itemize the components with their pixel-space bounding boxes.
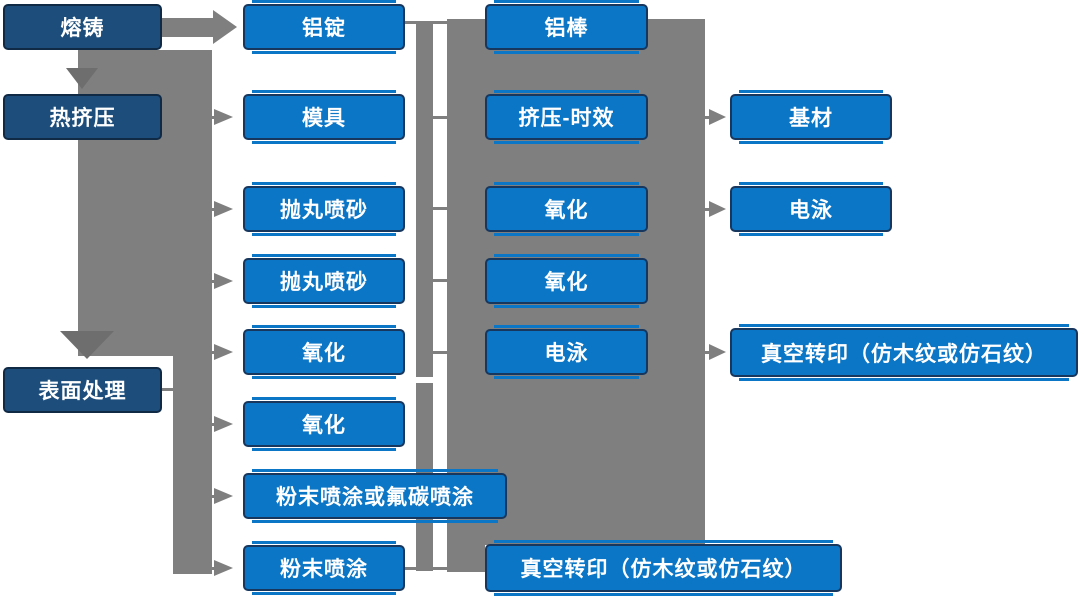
node-melt-casting-label: 熔铸 bbox=[60, 17, 105, 40]
node-mold: 模具 bbox=[243, 90, 405, 144]
node-vacuum-transfer-right-label: 真空转印（仿木纹或仿石纹） bbox=[761, 342, 1047, 366]
node-hot-extrusion-label: 热挤压 bbox=[49, 107, 116, 130]
node-vacuum-transfer-bottom-label: 真空转印（仿木纹或仿石纹） bbox=[520, 558, 807, 581]
arrow-to-base-material-icon bbox=[709, 108, 726, 125]
node-aluminum-ingot-label: 铝锭 bbox=[302, 17, 346, 40]
arrow-melt-to-ingot-icon bbox=[213, 10, 237, 44]
node-shot-blasting-1-label: 抛丸喷砂 bbox=[280, 199, 368, 222]
node-extrusion-aging-label: 挤压-时效 bbox=[518, 107, 615, 130]
node-shot-blasting-2: 抛丸喷砂 bbox=[243, 254, 405, 308]
node-electrophoresis-2-label: 电泳 bbox=[789, 199, 833, 222]
node-oxidation-3: 氧化 bbox=[485, 182, 648, 236]
node-base-material: 基材 bbox=[730, 90, 892, 144]
arrow-to-electrophoresis-2-icon bbox=[709, 200, 726, 217]
node-hot-extrusion: 热挤压 bbox=[3, 94, 162, 140]
arrow-melt-to-hot-extrusion-icon bbox=[66, 68, 98, 89]
arrow-to-oxidation-1-icon bbox=[214, 343, 233, 360]
node-extrusion-aging: 挤压-时效 bbox=[485, 90, 648, 144]
arrow-to-shot-blasting-2-icon bbox=[214, 272, 233, 289]
node-surface-treatment: 表面处理 bbox=[3, 367, 162, 413]
arrow-to-powder-icon bbox=[214, 559, 233, 576]
node-melt-casting: 熔铸 bbox=[3, 4, 162, 50]
mid-bar-upper bbox=[416, 22, 433, 377]
node-electrophoresis-2: 电泳 bbox=[730, 182, 892, 236]
stub-midbar-junction-row5 bbox=[433, 351, 447, 354]
node-base-material-label: 基材 bbox=[789, 107, 833, 130]
node-powder-coating: 粉末喷涂 bbox=[243, 541, 405, 595]
arrow-to-vacuum-right-icon bbox=[709, 343, 726, 360]
stub-midbar-junction-row3 bbox=[433, 207, 447, 210]
node-mold-label: 模具 bbox=[302, 107, 346, 130]
node-oxidation-4: 氧化 bbox=[485, 254, 648, 308]
stub-midbar-junction-row4 bbox=[433, 279, 447, 282]
node-aluminum-rod: 铝棒 bbox=[485, 0, 648, 54]
line-powder-to-vacuum bbox=[405, 567, 485, 570]
arrow-band-to-surface-treatment-icon bbox=[60, 331, 114, 359]
arrow-to-oxidation-2-icon bbox=[214, 415, 233, 432]
node-surface-treatment-label: 表面处理 bbox=[38, 380, 127, 403]
node-shot-blasting-1: 抛丸喷砂 bbox=[243, 182, 405, 236]
node-vacuum-transfer-right: 真空转印（仿木纹或仿石纹） bbox=[730, 324, 1078, 381]
stub-midbar-junction-row2 bbox=[433, 116, 447, 119]
node-powder-or-fluorocarbon-coating: 粉末喷涂或氟碳喷涂 bbox=[243, 469, 507, 523]
node-oxidation-1: 氧化 bbox=[243, 325, 405, 379]
arrow-to-mold-icon bbox=[214, 108, 233, 125]
node-oxidation-4-label: 氧化 bbox=[544, 271, 589, 294]
node-oxidation-3-label: 氧化 bbox=[544, 199, 589, 222]
node-oxidation-2-label: 氧化 bbox=[302, 414, 346, 437]
node-powder-or-fluorocarbon-coating-label: 粉末喷涂或氟碳喷涂 bbox=[276, 486, 474, 509]
line-ingot-to-midbar bbox=[405, 21, 447, 24]
node-powder-coating-label: 粉末喷涂 bbox=[280, 558, 368, 581]
node-oxidation-2: 氧化 bbox=[243, 397, 405, 451]
node-shot-blasting-2-label: 抛丸喷砂 bbox=[280, 271, 368, 294]
line-surface-to-band bbox=[162, 388, 176, 391]
arrow-to-powder-fluorocarbon-icon bbox=[214, 487, 233, 504]
node-electrophoresis-1-label: 电泳 bbox=[544, 342, 589, 365]
arrow-to-shot-blasting-1-icon bbox=[214, 200, 233, 217]
thick-arrow-shaft bbox=[162, 18, 215, 37]
node-oxidation-1-label: 氧化 bbox=[302, 342, 346, 365]
left-band-narrow bbox=[173, 355, 212, 574]
node-aluminum-rod-label: 铝棒 bbox=[544, 17, 589, 40]
node-electrophoresis-1: 电泳 bbox=[485, 325, 648, 379]
node-aluminum-ingot: 铝锭 bbox=[243, 0, 405, 54]
node-vacuum-transfer-bottom: 真空转印（仿木纹或仿石纹） bbox=[485, 540, 842, 596]
